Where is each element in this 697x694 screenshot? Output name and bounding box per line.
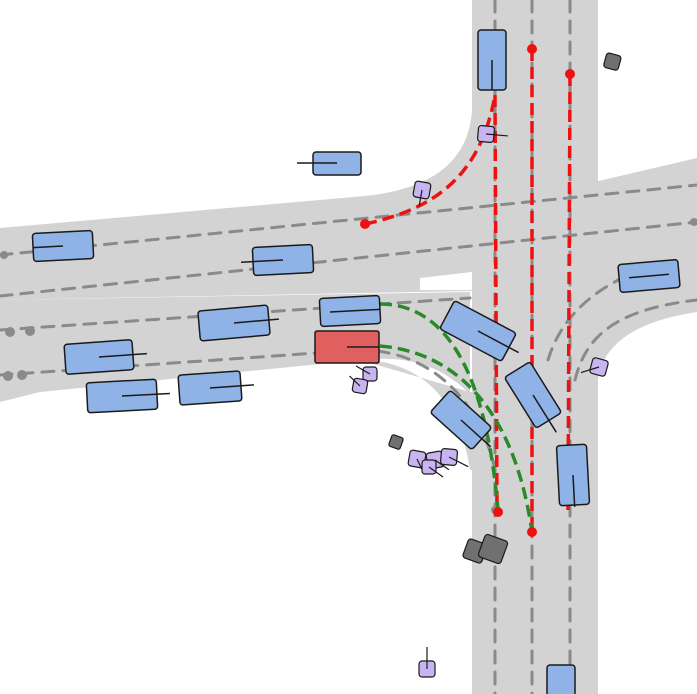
road-south-curve (360, 360, 520, 470)
vehicle (85, 378, 170, 414)
road-upper-east-arm (560, 158, 697, 282)
pedestrian (476, 124, 508, 144)
vehicle (439, 300, 519, 362)
vehicle (617, 258, 681, 294)
route-red-left-turn (364, 94, 497, 226)
median-notch (420, 272, 472, 290)
vehicle (504, 361, 562, 433)
vehicle (318, 294, 382, 328)
vehicle (555, 443, 591, 507)
static-object (603, 52, 622, 71)
static-objects (388, 52, 622, 565)
planned-routes (364, 49, 572, 533)
pedestrian (580, 357, 609, 377)
ego-vehicle (314, 330, 380, 364)
vehicle (430, 390, 492, 450)
vehicle (297, 151, 362, 176)
lane-upper-west-2 (0, 220, 697, 298)
lane-upper-west-1 (0, 183, 697, 257)
pedestrian (418, 647, 436, 678)
pedestrians (349, 124, 609, 678)
pedestrian (355, 365, 378, 382)
static-object (388, 434, 404, 450)
vehicle (477, 29, 507, 91)
route-red-straight-1 (493, 94, 499, 513)
pedestrian (439, 447, 469, 468)
pedestrian (412, 180, 432, 206)
vehicle (31, 229, 95, 263)
pedestrian (421, 459, 444, 478)
vehicle (546, 664, 576, 694)
vehicle (63, 339, 147, 375)
vehicle (177, 370, 254, 406)
lane-east-curve-2 (573, 298, 697, 382)
static-object (477, 533, 509, 565)
route-endpoints (360, 44, 575, 537)
route-green-2 (379, 344, 534, 533)
vehicle (241, 243, 315, 277)
road-lower-east-arm (560, 262, 697, 420)
route-green-1 (379, 302, 500, 511)
pedestrian (349, 375, 369, 395)
vehicle (197, 304, 279, 342)
route-red-straight-3 (566, 73, 572, 511)
vehicles (31, 29, 681, 694)
road-upper-west-arm (0, 110, 520, 300)
pedestrian (407, 449, 427, 475)
